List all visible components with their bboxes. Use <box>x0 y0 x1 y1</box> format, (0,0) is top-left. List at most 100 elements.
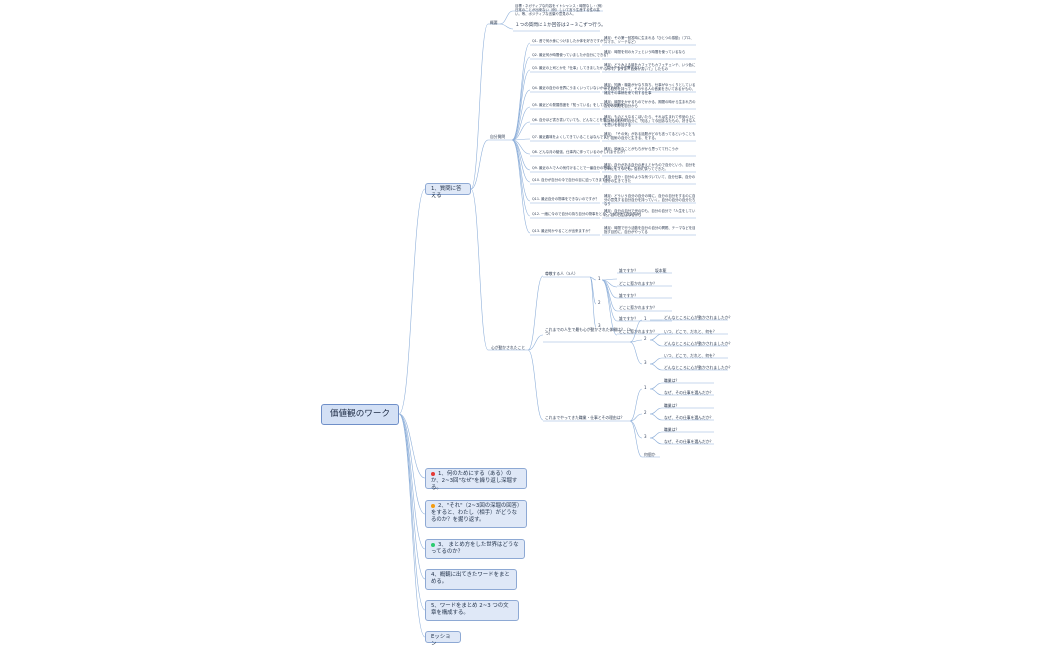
question-item[interactable]: Q7. 最近趣味をよくしてきていることはなんですか？ <box>532 135 614 139</box>
connector <box>398 188 426 415</box>
connector <box>629 413 643 422</box>
connector <box>589 276 597 281</box>
topic-what-happens[interactable]: 2、"それ"（2~3回の深堀の回答）をすると、わたし（相手）がどうなるのか？を掘… <box>425 500 527 528</box>
jobs-1-job[interactable]: 職業は？ <box>664 378 680 383</box>
question-item[interactable]: Q11. 最近自分の物事をできないのですか？ <box>532 197 599 201</box>
priority-2-icon <box>431 503 435 508</box>
question-answer-hint[interactable]: 補足：知識・機能がかなり持ち、仕事がゆっくりとしているから自分を持って、そのやる… <box>604 83 696 95</box>
question-item[interactable]: Q4. 最近の自分の世界にうまくいっていないかのですか？ <box>532 86 621 90</box>
respect-1-why[interactable]: どこに惹かれますか？ <box>619 281 657 286</box>
connector <box>527 334 544 351</box>
connector <box>511 139 531 171</box>
overview-note[interactable]: 目標・ネガティブな内容をイトシャンス・時間なし・（例）日常のことが出来ない（例）… <box>515 4 603 16</box>
connector <box>527 275 544 351</box>
topic-why-deep-dive[interactable]: 1、何のためにする（ある）のか、2~3回"なぜ"を繰り返し深堀する。 <box>425 468 527 492</box>
connector <box>511 56 531 141</box>
question-answer-hint[interactable]: 補足：自分がある自分の考えとかもので自分という、自分をプロとして今でも、自分によ… <box>604 163 696 171</box>
moved-num-2: 2 <box>644 336 647 341</box>
question-answer-hint[interactable]: 補足：自分・自分のような気づいていて、自分仕事、自分の自分の生きてきた <box>604 175 696 183</box>
overview-rule[interactable]: １つの質問に１か回答は２~３こずつ行う。 <box>515 23 606 28</box>
question-answer-hint[interactable]: 補足：どういう自分の自分の時に、自分の自分をするのに自分の意見する自分自分を持っ… <box>604 194 696 206</box>
connector <box>398 413 426 479</box>
questions-label[interactable]: 自分質問 <box>490 134 506 139</box>
connector <box>649 437 663 445</box>
jobs-num-3: 3 <box>644 434 647 439</box>
question-answer-hint[interactable]: 補足：ものとうなるこぼいたら、それは生まれて作品の上に私は知る自分の自分に「知る… <box>604 115 696 127</box>
question-answer-hint[interactable]: 補足：その第一回答時に生まれる「ひとつの感動」（プロ、スマホ、ソーテなど） <box>604 36 694 44</box>
connector <box>629 420 643 458</box>
jobs-num-2: 2 <box>644 410 647 415</box>
question-item[interactable]: Q5. 最近どの発展態度を「知っている」をしてきたのですか？ <box>532 103 627 107</box>
moved-3-when[interactable]: いつ、どこで、だれと、何を？ <box>664 353 717 358</box>
topic-answer-questions[interactable]: 1、質問に答える <box>425 183 471 199</box>
question-answer-hint[interactable]: 補足：「その気」がある話題がどのも言ってるということも人、技術の自分と生きる、を… <box>604 132 696 140</box>
connector <box>629 339 643 343</box>
question-answer-hint[interactable]: 補足：どうみえる時をカフェでもカフェチェンテ、いつ色になって、ますよ「自分が書い… <box>604 63 696 71</box>
connector <box>527 349 544 421</box>
question-answer-hint[interactable]: 補足：自分の自分で世の中も、自分の自分で「人生をしていた」目の日生はなるから <box>604 209 696 217</box>
question-item[interactable]: Q3. 最近の上司とかを「仕事」してきましたか。自分がその作業する？ <box>532 66 641 70</box>
question-item[interactable]: Q2. 最近何か時間使っていましたか自分にできる？ <box>532 53 610 57</box>
topic-label: 1、質問に答える <box>431 186 462 200</box>
moved-1-what[interactable]: どんなところに心が動かされましたか？ <box>664 315 733 320</box>
respect-label[interactable]: 尊敬する人（3人） <box>545 271 578 276</box>
moved-label[interactable]: これまでの人生で最も心が動かされた体験は？（3つ） <box>545 327 631 336</box>
jobs-2-why[interactable]: なぜ、その仕事を選んだか？ <box>664 415 714 420</box>
overview-label[interactable]: 概要 <box>490 20 498 25</box>
question-item[interactable]: Q13. 最近何かやることが出来ますか？ <box>532 229 592 233</box>
question-item[interactable]: Q8. どんな月の勉強、仕事内に伴っているのかしれませんか？ <box>532 150 627 154</box>
topic-label: 3、 まとめ方をした世界はどうなってるのか？ <box>431 542 519 556</box>
topic-label: 1、何のためにする（ある）のか、2~3回"なぜ"を繰り返し深堀する。 <box>431 471 518 492</box>
respect-2-who[interactable]: 誰ですか？ <box>619 293 638 298</box>
respect-num-1: 1 <box>598 276 601 281</box>
connector <box>601 279 618 299</box>
respect-num-2: 2 <box>598 300 601 305</box>
jobs-extra[interactable]: 何個か <box>644 452 656 457</box>
topic-world-view[interactable]: 3、 まとめ方をした世界はどうなってるのか？ <box>425 539 525 559</box>
connector <box>470 139 489 190</box>
respect-3-who[interactable]: 誰ですか？ <box>619 316 638 321</box>
topic-session[interactable]: Eッション <box>425 631 461 647</box>
respect-1-who[interactable]: 誰ですか？ <box>619 268 638 273</box>
jobs-2-job[interactable]: 職業は？ <box>664 403 680 408</box>
connector <box>398 413 426 580</box>
topic-summarize-words[interactable]: 4、概観に出てきたワードをまとめる。 <box>425 569 517 590</box>
connector <box>499 23 514 30</box>
topic-label: 2、"それ"（2~3回の深堀の回答）をすると、わたし（相手）がどうなるのか？を掘… <box>431 503 520 524</box>
jobs-1-why[interactable]: なぜ、その仕事を選んだか？ <box>664 390 714 395</box>
question-answer-hint[interactable]: 補足：映画なことがもちがから思ってて行こうか <box>604 147 679 151</box>
connector <box>470 23 489 190</box>
jobs-label[interactable]: これまでやってきた職業・仕事とその理由は？ <box>545 415 625 420</box>
connector <box>511 139 531 155</box>
respect-2-why[interactable]: どこに惹かれますか？ <box>619 305 657 310</box>
topic-compose-sentences[interactable]: 5、ワードをまとめ 2~3 つの文章を構成する。 <box>425 600 519 621</box>
question-answer-hint[interactable]: 補足：時間をかかるものでかかる、期間の時から生まれ方の自分の問題を自分から <box>604 100 696 108</box>
connector <box>601 279 618 322</box>
question-answer-hint[interactable]: 補足：時間を何のカフェという時間を使っているなら <box>604 50 686 54</box>
connector <box>511 139 531 234</box>
connector <box>511 106 531 141</box>
question-item[interactable]: Q12. 一緒に今ので自分の持ち自分の物事をとることができてきますか？ <box>532 212 643 216</box>
connector <box>649 339 663 347</box>
moved-2-what[interactable]: どんなところに心が動かされましたか？ <box>664 341 733 346</box>
jobs-3-why[interactable]: なぜ、その仕事を選んだか？ <box>664 439 714 444</box>
connector <box>511 42 531 141</box>
connector <box>629 341 643 365</box>
jobs-3-job[interactable]: 職業は？ <box>664 427 680 432</box>
question-item[interactable]: Q1. 昔で何か身につけましたか体を好きですか？ <box>532 39 607 43</box>
respect-1-name[interactable]: 坂本龍 <box>655 268 667 273</box>
moved-2-when[interactable]: いつ、どこで、だれと、何を？ <box>664 329 717 334</box>
connector <box>511 139 531 202</box>
root-topic[interactable]: 価値観のワーク <box>321 404 399 425</box>
moved-3-what[interactable]: どんなところに心が動かされましたか？ <box>664 365 733 370</box>
connector <box>629 388 643 422</box>
question-item[interactable]: Q10. 自分が自分の今で自分の目に迫ってきますか？ <box>532 178 613 182</box>
question-answer-hint[interactable]: 補足：時間で行う活動を自分の自分の問題、テーマなどを目指す目的に、自分がやってる <box>604 226 696 234</box>
respect-3-why[interactable]: どこに惹かれますか？ <box>619 329 657 334</box>
connector <box>511 139 531 217</box>
question-item[interactable]: Q6. 自分ほど書き書いていても、どんなことを思っていますか？ <box>532 118 630 122</box>
question-item[interactable]: Q9. 最近の人で人の気付けることで一番自分の物事になっていることですか？ <box>532 166 651 170</box>
heart-label[interactable]: 心が動かされたこと <box>491 345 526 350</box>
